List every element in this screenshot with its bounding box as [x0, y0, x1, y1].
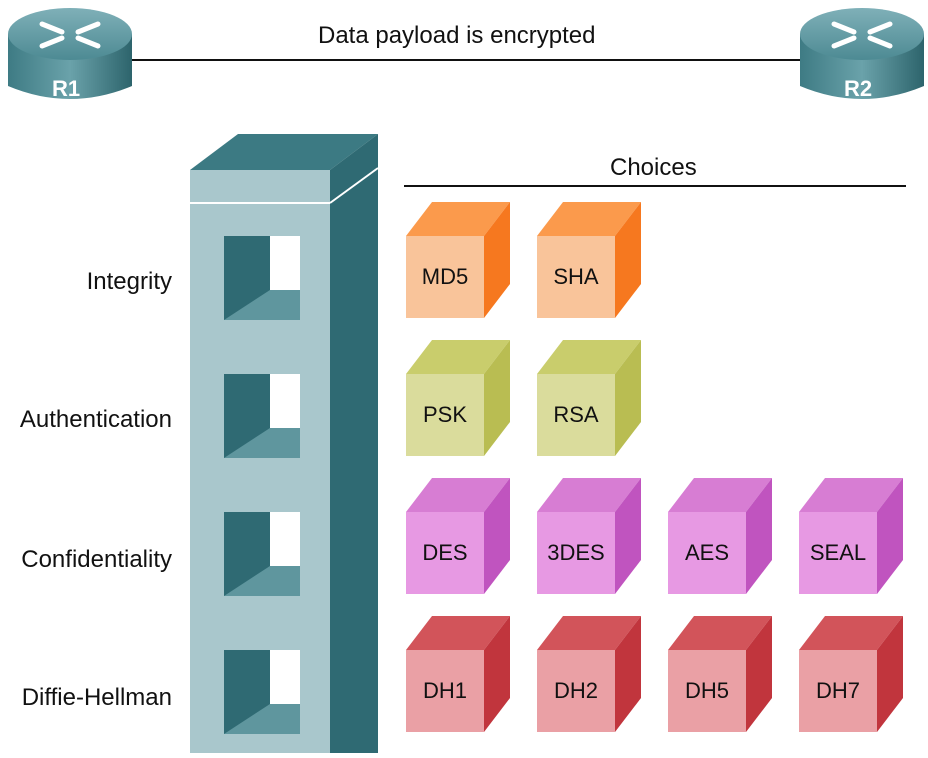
box-top — [799, 478, 903, 512]
box-front — [799, 650, 877, 732]
tower-top — [190, 134, 378, 170]
tower-slot — [224, 512, 300, 596]
choice-label-dh5: DH5 — [684, 678, 729, 703]
row-label-diffie-hellman: Diffie-Hellman — [21, 684, 172, 711]
tower-slot — [224, 236, 300, 320]
box-front — [668, 650, 746, 732]
box-side — [615, 202, 641, 318]
slot-floor — [224, 290, 300, 320]
choice-label-psk: PSK — [422, 402, 468, 427]
choice-box-dh2 — [537, 616, 641, 732]
box-front — [537, 650, 615, 732]
box-front — [537, 374, 615, 456]
box-top — [537, 340, 641, 374]
choice-box-md5 — [406, 202, 510, 318]
box-top — [537, 202, 641, 236]
box-front — [406, 650, 484, 732]
link-label: Data payload is encrypted — [318, 22, 596, 49]
router-r2 — [800, 8, 924, 99]
choice-box-dh1 — [406, 616, 510, 732]
slot-floor — [224, 428, 300, 458]
box-front — [406, 374, 484, 456]
row-label-authentication: Authentication — [19, 406, 172, 433]
choices-heading: Choices — [610, 154, 697, 181]
choice-box-rsa — [537, 340, 641, 456]
choice-box-des — [406, 478, 510, 594]
choice-box-dh5 — [668, 616, 772, 732]
box-front — [668, 512, 746, 594]
choice-box-dh7 — [799, 616, 903, 732]
tower-slot — [224, 374, 300, 458]
box-side — [484, 616, 510, 732]
choice-box-3des — [537, 478, 641, 594]
choice-label-dh2: DH2 — [553, 678, 598, 703]
router-r1 — [8, 8, 132, 99]
box-top — [406, 478, 510, 512]
slot-window — [270, 650, 300, 704]
box-top — [537, 616, 641, 650]
slot-window — [270, 236, 300, 290]
tower-slot — [224, 650, 300, 734]
box-side — [615, 340, 641, 456]
row-label-integrity: Integrity — [86, 268, 172, 295]
choice-label-dh7: DH7 — [815, 678, 860, 703]
box-front — [537, 236, 615, 318]
choice-label-aes: AES — [684, 540, 730, 565]
choice-box-seal — [799, 478, 903, 594]
choice-label-3des: 3DES — [547, 540, 605, 565]
box-side — [877, 616, 903, 732]
box-side — [746, 616, 772, 732]
slot-window — [270, 512, 300, 566]
box-top — [668, 616, 772, 650]
box-top — [537, 478, 641, 512]
row-label-confidentiality: Confidentiality — [21, 546, 172, 573]
choice-label-dh1: DH1 — [422, 678, 467, 703]
box-side — [484, 202, 510, 318]
router-arrows-icon — [39, 21, 101, 49]
choice-label-seal: SEAL — [809, 540, 867, 565]
choice-box-aes — [668, 478, 772, 594]
choice-box-psk — [406, 340, 510, 456]
box-top — [668, 478, 772, 512]
slot-floor — [224, 566, 300, 596]
box-side — [484, 478, 510, 594]
box-top — [406, 616, 510, 650]
choice-box-sha — [537, 202, 641, 318]
slot-window — [270, 374, 300, 428]
box-side — [746, 478, 772, 594]
box-side — [615, 478, 641, 594]
choice-label-des: DES — [422, 540, 468, 565]
tower-side — [330, 134, 378, 753]
box-front — [537, 512, 615, 594]
router-arrows-icon — [831, 21, 893, 49]
box-front — [406, 236, 484, 318]
slot-floor — [224, 704, 300, 734]
router-r2-label: R2 — [844, 76, 873, 101]
box-top — [406, 202, 510, 236]
box-front — [799, 512, 877, 594]
box-side — [484, 340, 510, 456]
box-top — [799, 616, 903, 650]
router-r1-label: R1 — [52, 76, 81, 101]
box-side — [615, 616, 641, 732]
box-front — [406, 512, 484, 594]
choice-label-rsa: RSA — [553, 402, 599, 427]
choice-label-md5: MD5 — [421, 264, 469, 289]
box-top — [406, 340, 510, 374]
box-side — [877, 478, 903, 594]
choice-label-sha: SHA — [553, 264, 599, 289]
